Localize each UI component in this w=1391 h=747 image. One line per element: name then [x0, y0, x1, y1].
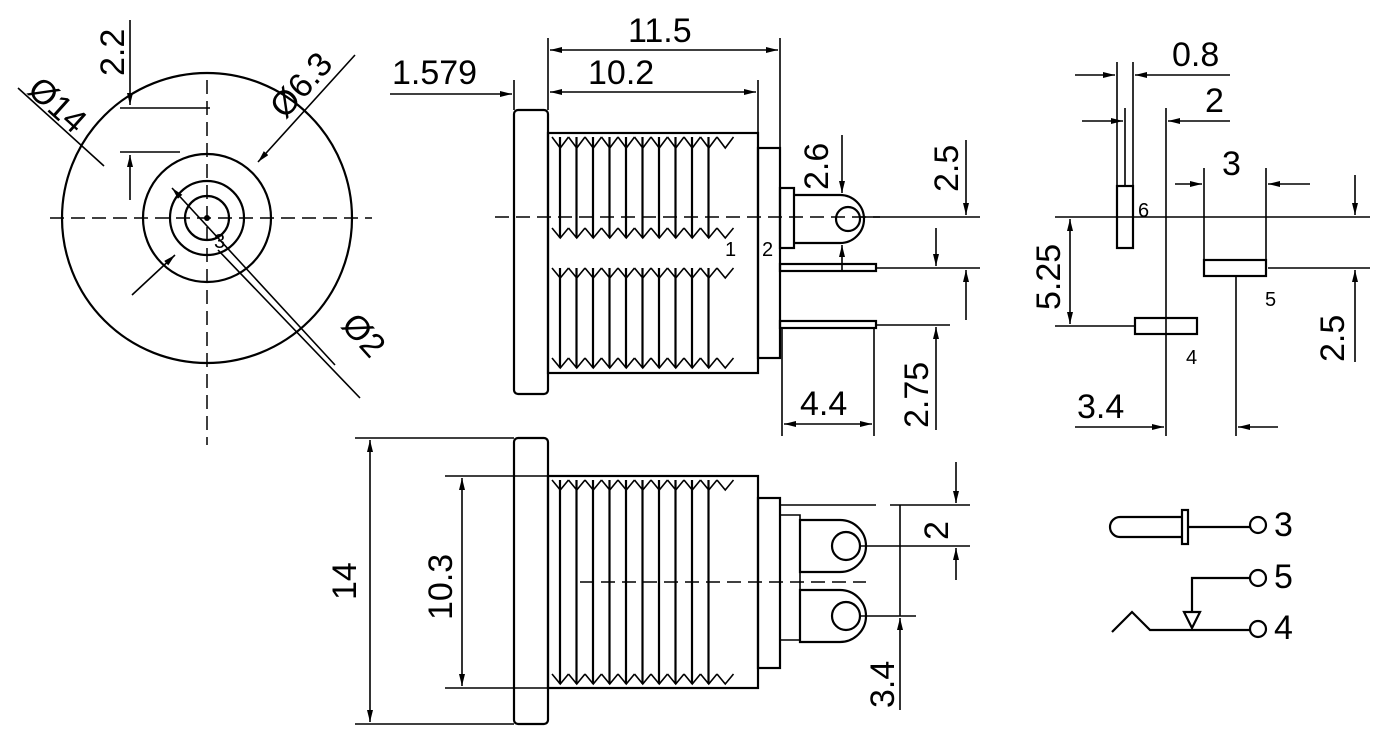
side-tab-base [778, 186, 796, 250]
dia2-leader-b [171, 187, 336, 366]
schematic-terminal-4 [1248, 619, 1268, 639]
pad-5 [1202, 258, 1268, 278]
schematic: 3 5 4 [1108, 506, 1293, 647]
side-thread-crest-top [551, 136, 735, 150]
dim34pl-label: 3.4 [1077, 388, 1124, 426]
bottom-threads [551, 479, 735, 686]
schematic-plug [1108, 515, 1182, 539]
side-solder-lug [794, 193, 866, 245]
dia2-leader [217, 249, 361, 399]
dia2-label: Ø2 [334, 306, 393, 365]
dia14-label: Ø14 [21, 70, 94, 141]
dim25-label: 2.5 [928, 145, 966, 192]
dim34-label: 3.4 [864, 661, 902, 708]
side-threads [551, 136, 735, 370]
schematic-label-4: 4 [1274, 609, 1293, 647]
dim115-label: 11.5 [628, 12, 692, 50]
front-pin-3: 3 [214, 231, 225, 253]
pin-layout: 0.8 2 3 6 5 4 5.25 2.5 3.4 [1030, 36, 1370, 436]
pad-label-4: 4 [1186, 347, 1197, 369]
schematic-switch-arrow [1182, 610, 1202, 631]
dim22-label: 2.2 [94, 29, 132, 76]
dim525-label: 5.25 [1030, 244, 1068, 310]
dim2-label: 2 [918, 521, 956, 540]
dim14-label: 14 [326, 562, 364, 600]
bottom-bracket [780, 504, 876, 641]
bottom-lug-a-hole [830, 530, 862, 562]
dim103-label: 10.3 [422, 554, 460, 620]
dim08-label: 0.8 [1172, 36, 1219, 74]
bottom-view: 14 10.3 2 3.4 [326, 436, 970, 726]
bottom-lug-b [798, 588, 868, 644]
schematic-wire-5 [1190, 576, 1250, 612]
side-view: 1 2 11.5 10.2 1.579 2.6 2.5 2.75 [390, 12, 980, 436]
side-thread-crest-bottom [551, 357, 735, 370]
side-pin-label-1: 1 [725, 239, 736, 261]
dia63-leader [257, 54, 356, 163]
dim1579-label: 1.579 [392, 54, 477, 92]
pad-label-5: 5 [1265, 289, 1276, 311]
bottom-lug-b-hole [830, 600, 862, 632]
dim2pl-label: 2 [1205, 82, 1224, 120]
bottom-rear-block [756, 496, 782, 670]
dim275-label: 2.75 [898, 362, 936, 428]
dia14-leader [17, 87, 105, 167]
side-pin-label-2: 2 [762, 239, 773, 261]
pin3-arrow [131, 254, 176, 296]
bottom-thread-crest-bottom [551, 673, 735, 686]
dim25pl-label: 2.5 [1314, 315, 1352, 362]
side-thread-crest-mid2 [551, 267, 735, 280]
schematic-label-5: 5 [1274, 558, 1293, 596]
dim102-label: 10.2 [588, 54, 654, 92]
bottom-thread-crest-top [551, 479, 735, 492]
front-view: Ø14 Ø6.3 Ø2 2.2 3 [17, 20, 393, 445]
side-pin-2 [778, 319, 878, 330]
dim26-label: 2.6 [798, 143, 836, 190]
pad-label-6: 6 [1138, 200, 1149, 222]
dim44-label: 4.4 [800, 385, 847, 423]
schematic-plug-collar [1180, 508, 1190, 546]
side-thread-crest-mid [551, 227, 735, 240]
side-pin-1 [778, 262, 878, 273]
side-rear-block [756, 146, 782, 360]
bottom-flange [512, 436, 550, 726]
dim3-label: 3 [1222, 145, 1241, 183]
schematic-terminal-5 [1248, 568, 1268, 588]
side-flange [512, 108, 550, 396]
schematic-wire-4 [1111, 610, 1250, 633]
bottom-lug-a [798, 518, 868, 574]
schematic-label-3: 3 [1274, 506, 1293, 544]
schematic-terminal-3 [1248, 515, 1268, 535]
side-lug-hole [834, 205, 862, 233]
